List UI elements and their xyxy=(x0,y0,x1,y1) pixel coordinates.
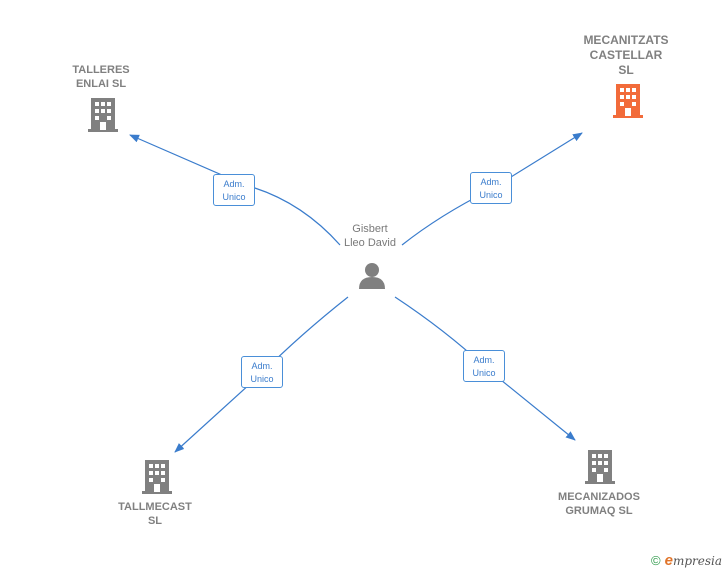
copyright-icon: © xyxy=(651,553,661,568)
company-name-mecanizados[interactable]: MECANIZADOS GRUMAQ SL xyxy=(558,491,640,517)
person-icon[interactable] xyxy=(359,263,385,289)
relation-badge: Adm. Unico xyxy=(241,356,283,388)
relation-badge: Adm. Unico xyxy=(463,350,505,382)
building-icon[interactable] xyxy=(142,460,172,494)
building-icon[interactable] xyxy=(88,98,118,132)
relation-badge: Adm. Unico xyxy=(213,174,255,206)
brand-logo-initial: e xyxy=(664,552,673,569)
company-name-mecanitzats[interactable]: MECANITZATS CASTELLAR SL xyxy=(583,33,669,77)
footer-brand: ©empresia xyxy=(651,552,722,569)
building-icon[interactable] xyxy=(585,450,615,484)
building-icon[interactable] xyxy=(613,84,643,118)
company-name-talleres[interactable]: TALLERES ENLAI SL xyxy=(72,64,130,90)
relation-badge: Adm. Unico xyxy=(470,172,512,204)
person-name[interactable]: Gisbert Lleo David xyxy=(344,223,396,249)
company-name-tallmecast[interactable]: TALLMECAST SL xyxy=(118,501,192,527)
brand-name: mpresia xyxy=(672,554,722,568)
